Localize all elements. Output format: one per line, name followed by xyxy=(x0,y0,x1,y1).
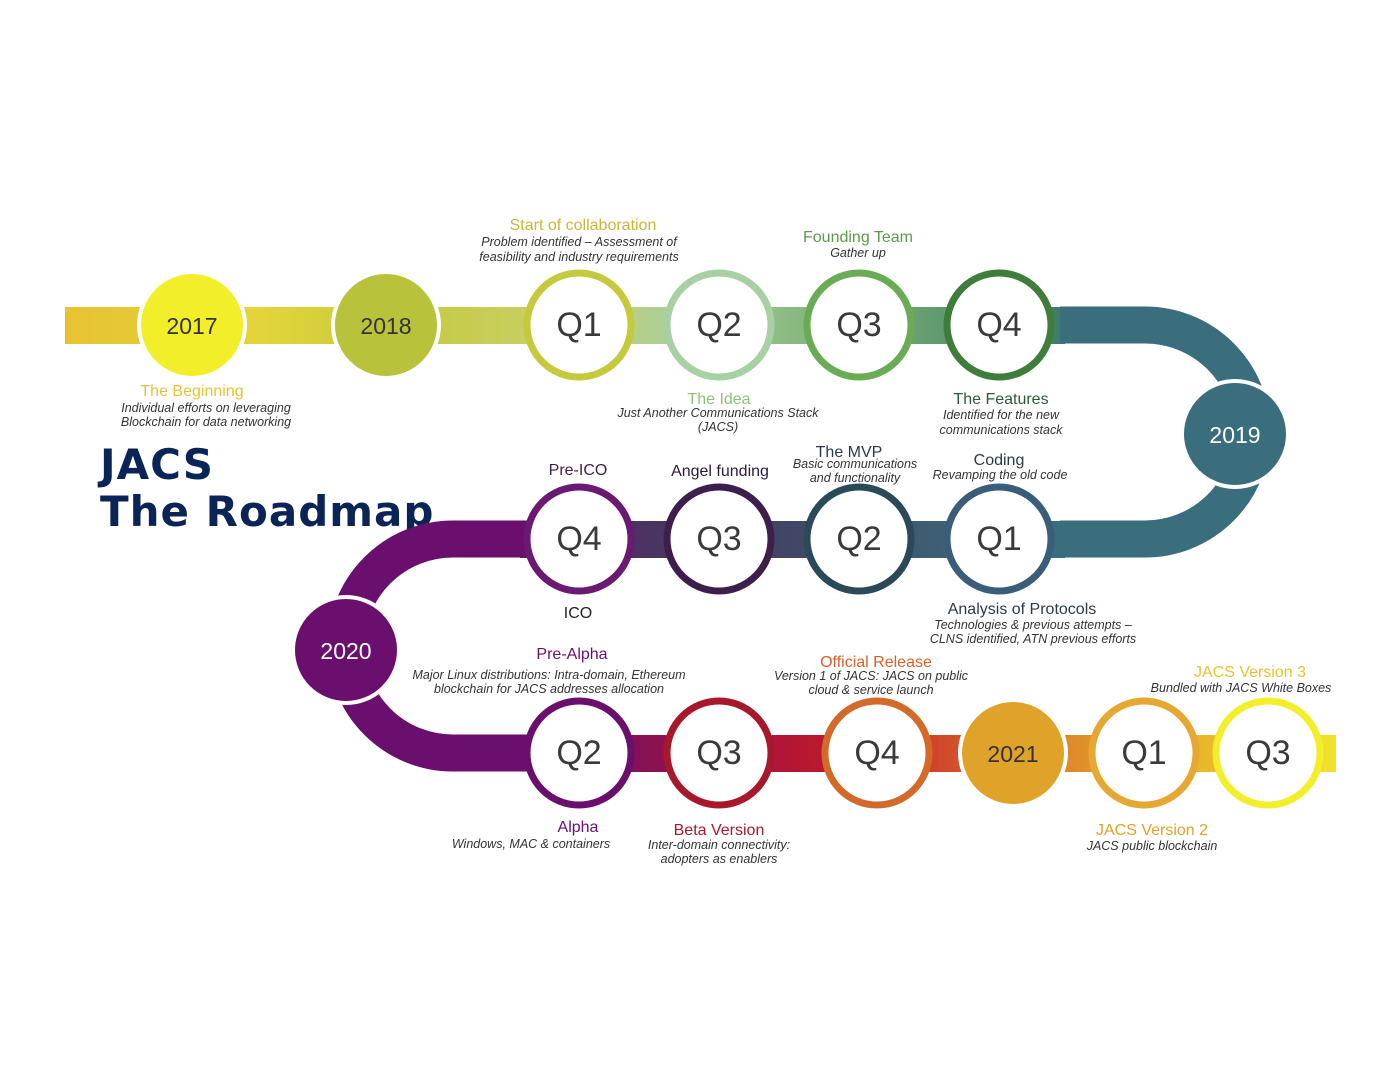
node-2017: 2017 xyxy=(137,270,247,380)
node-2020-label: 2020 xyxy=(320,638,371,664)
milestone-idea: The Idea Just Another Communications Sta… xyxy=(616,391,819,434)
milestone-v2: JACS Version 2 JACS public blockchain xyxy=(1086,822,1218,853)
node-2019-q2-label: Q2 xyxy=(836,520,881,558)
node-2019-q3: Q3 xyxy=(663,483,775,595)
node-2019-q4: Q4 xyxy=(523,483,635,595)
milestone-protocols-desc-2: CLNS identified, ATN previous efforts xyxy=(930,632,1136,646)
node-2021-q3-label: Q3 xyxy=(1245,734,1290,772)
milestone-pre-alpha-desc-2: blockchain for JACS addresses allocation xyxy=(434,682,664,696)
node-2018: 2018 xyxy=(331,270,441,380)
node-2019: 2019 xyxy=(1180,379,1290,489)
node-2020-q4: Q4 xyxy=(821,697,933,809)
node-2019-q3-label: Q3 xyxy=(696,520,741,558)
node-2019-q2: Q2 xyxy=(803,483,915,595)
milestone-pre-alpha-desc-1: Major Linux distributions: Intra-domain,… xyxy=(412,668,685,682)
milestone-coding: Coding Revamping the old code xyxy=(933,452,1068,482)
node-2018-q3: Q3 xyxy=(803,269,915,381)
node-2020: 2020 xyxy=(291,595,401,705)
node-2020-q4-label: Q4 xyxy=(854,734,899,772)
milestone-beginning-desc-1: Individual efforts on leveraging xyxy=(121,401,291,415)
milestone-alpha-desc-1: Windows, MAC & containers xyxy=(452,837,610,851)
milestone-collaboration: Start of collaboration Problem identifie… xyxy=(479,217,678,264)
milestone-beginning-desc-2: Blockchain for data networking xyxy=(121,415,291,429)
milestone-v3: JACS Version 3 Bundled with JACS White B… xyxy=(1151,664,1332,695)
milestone-beta-title: Beta Version xyxy=(674,822,765,839)
node-2018-q2-label: Q2 xyxy=(696,306,741,344)
milestone-collaboration-title: Start of collaboration xyxy=(510,217,657,234)
node-2018-q1-label: Q1 xyxy=(556,306,601,344)
milestone-features-title: The Features xyxy=(953,391,1048,408)
node-2019-q1-label: Q1 xyxy=(976,520,1021,558)
milestone-collaboration-desc-2: feasibility and industry requirements xyxy=(479,250,678,264)
node-2018-q4-label: Q4 xyxy=(976,306,1021,344)
node-2019-label: 2019 xyxy=(1209,422,1260,448)
milestone-features-desc-2: communications stack xyxy=(940,423,1064,437)
milestone-coding-title: Coding xyxy=(974,452,1025,469)
milestone-official: Official Release Version 1 of JACS: JACS… xyxy=(774,654,969,697)
node-2021-q1: Q1 xyxy=(1088,697,1200,809)
node-2020-q3-label: Q3 xyxy=(696,734,741,772)
milestone-protocols: Analysis of Protocols Technologies & pre… xyxy=(930,601,1136,646)
node-2021-q3: Q3 xyxy=(1212,697,1324,809)
milestone-alpha: Alpha Windows, MAC & containers xyxy=(452,819,610,851)
milestone-founding-desc-1: Gather up xyxy=(830,246,886,260)
milestone-beta-desc-1: Inter-domain connectivity: xyxy=(648,838,790,852)
milestone-pre-alpha: Pre-Alpha Major Linux distributions: Int… xyxy=(412,646,685,696)
milestone-official-desc-2: cloud & service launch xyxy=(808,683,933,697)
milestone-idea-desc-1: Just Another Communications Stack xyxy=(616,406,819,420)
milestone-founding-title: Founding Team xyxy=(803,229,913,246)
milestone-angel-title: Angel funding xyxy=(671,463,769,480)
node-2021: 2021 xyxy=(958,698,1068,808)
milestone-coding-desc-1: Revamping the old code xyxy=(933,468,1068,482)
node-2018-q2: Q2 xyxy=(663,269,775,381)
node-2018-q4: Q4 xyxy=(943,269,1055,381)
milestone-collaboration-desc-1: Problem identified – Assessment of xyxy=(481,235,678,249)
milestone-pre-ico-title: Pre-ICO xyxy=(549,462,608,479)
node-2021-q1-label: Q1 xyxy=(1121,734,1166,772)
milestone-official-desc-1: Version 1 of JACS: JACS on public xyxy=(774,669,969,683)
node-2018-q1: Q1 xyxy=(523,269,635,381)
heading-line-2: The Roadmap xyxy=(100,487,434,536)
node-2020-q2: Q2 xyxy=(523,697,635,809)
milestone-idea-title: The Idea xyxy=(687,391,750,408)
milestone-features: The Features Identified for the new comm… xyxy=(940,391,1064,437)
node-2020-q2-label: Q2 xyxy=(556,734,601,772)
milestone-pre-alpha-title: Pre-Alpha xyxy=(536,646,607,663)
milestone-protocols-desc-1: Technologies & previous attempts – xyxy=(934,618,1133,632)
milestone-v3-desc-1: Bundled with JACS White Boxes xyxy=(1151,681,1332,695)
node-2020-q3: Q3 xyxy=(663,697,775,809)
milestone-v2-desc-1: JACS public blockchain xyxy=(1086,839,1218,853)
milestone-mvp-desc-2: and functionality xyxy=(810,471,901,485)
milestone-founding: Founding Team Gather up xyxy=(803,229,913,260)
milestone-mvp-desc-1: Basic communications xyxy=(793,457,917,471)
milestone-pre-ico: Pre-ICO xyxy=(549,462,608,479)
milestone-beta: Beta Version Inter-domain connectivity: … xyxy=(648,822,790,866)
milestone-beginning: The Beginning Individual efforts on leve… xyxy=(121,383,291,429)
milestone-ico-title: ICO xyxy=(564,605,592,622)
milestone-beginning-title: The Beginning xyxy=(140,383,243,400)
milestone-mvp-title: The MVP xyxy=(816,444,883,461)
node-2018-q3-label: Q3 xyxy=(836,306,881,344)
milestone-v3-title: JACS Version 3 xyxy=(1194,664,1306,681)
heading-line-1: JACS xyxy=(97,440,214,489)
milestone-beta-desc-2: adopters as enablers xyxy=(661,852,778,866)
milestone-mvp: The MVP Basic communications and functio… xyxy=(793,444,917,485)
node-2018-label: 2018 xyxy=(360,313,411,339)
node-2017-label: 2017 xyxy=(166,313,217,339)
node-2019-q4-label: Q4 xyxy=(556,520,601,558)
milestone-official-title: Official Release xyxy=(820,654,932,671)
milestone-idea-desc-2: (JACS) xyxy=(698,420,738,434)
node-2021-label: 2021 xyxy=(987,741,1038,767)
milestone-angel: Angel funding xyxy=(671,463,769,480)
milestone-features-desc-1: Identified for the new xyxy=(943,408,1060,422)
milestone-v2-title: JACS Version 2 xyxy=(1096,822,1208,839)
node-2019-q1: Q1 xyxy=(943,483,1055,595)
milestone-protocols-title: Analysis of Protocols xyxy=(948,601,1097,618)
milestone-ico: ICO xyxy=(564,605,592,622)
milestone-alpha-title: Alpha xyxy=(558,819,599,836)
